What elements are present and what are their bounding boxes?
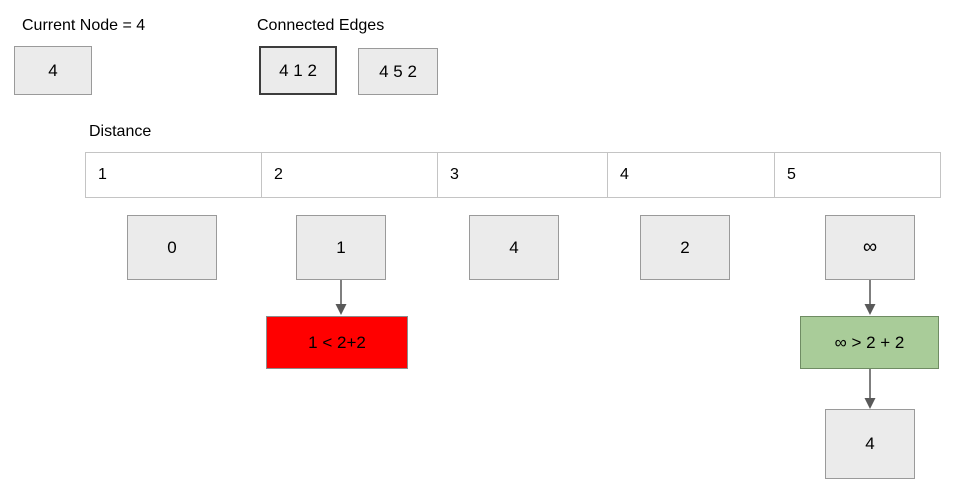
connected-edge-box-active: 4 1 2 (259, 46, 337, 95)
arrow-down-icon-node2 (335, 280, 347, 315)
distance-column-header: 3 (438, 153, 608, 197)
current-node-label: Current Node = 4 (22, 17, 146, 34)
distance-column-header: 2 (262, 153, 438, 197)
distance-value-box-3: 4 (469, 215, 559, 280)
distance-value-box-5: ∞ (825, 215, 915, 280)
connected-edges-label: Connected Edges (257, 17, 385, 34)
distance-title: Distance (89, 123, 152, 140)
distance-column-header: 4 (608, 153, 775, 197)
distance-table: 1 2 3 4 5 (85, 152, 941, 198)
distance-column-header: 1 (86, 153, 262, 197)
distance-value-box-1: 0 (127, 215, 217, 280)
arrow-down-icon-result (864, 369, 876, 409)
distance-value-box-2: 1 (296, 215, 386, 280)
arrow-down-icon-node5 (864, 280, 876, 315)
distance-value-box-4: 2 (640, 215, 730, 280)
comparison-box-accept: ∞ > 2 + 2 (800, 316, 939, 369)
result-value-box: 4 (825, 409, 915, 479)
comparison-box-reject: 1 < 2+2 (266, 316, 408, 369)
connected-edge-box: 4 5 2 (358, 48, 438, 95)
distance-column-header: 5 (787, 166, 796, 183)
current-node-box: 4 (14, 46, 92, 95)
